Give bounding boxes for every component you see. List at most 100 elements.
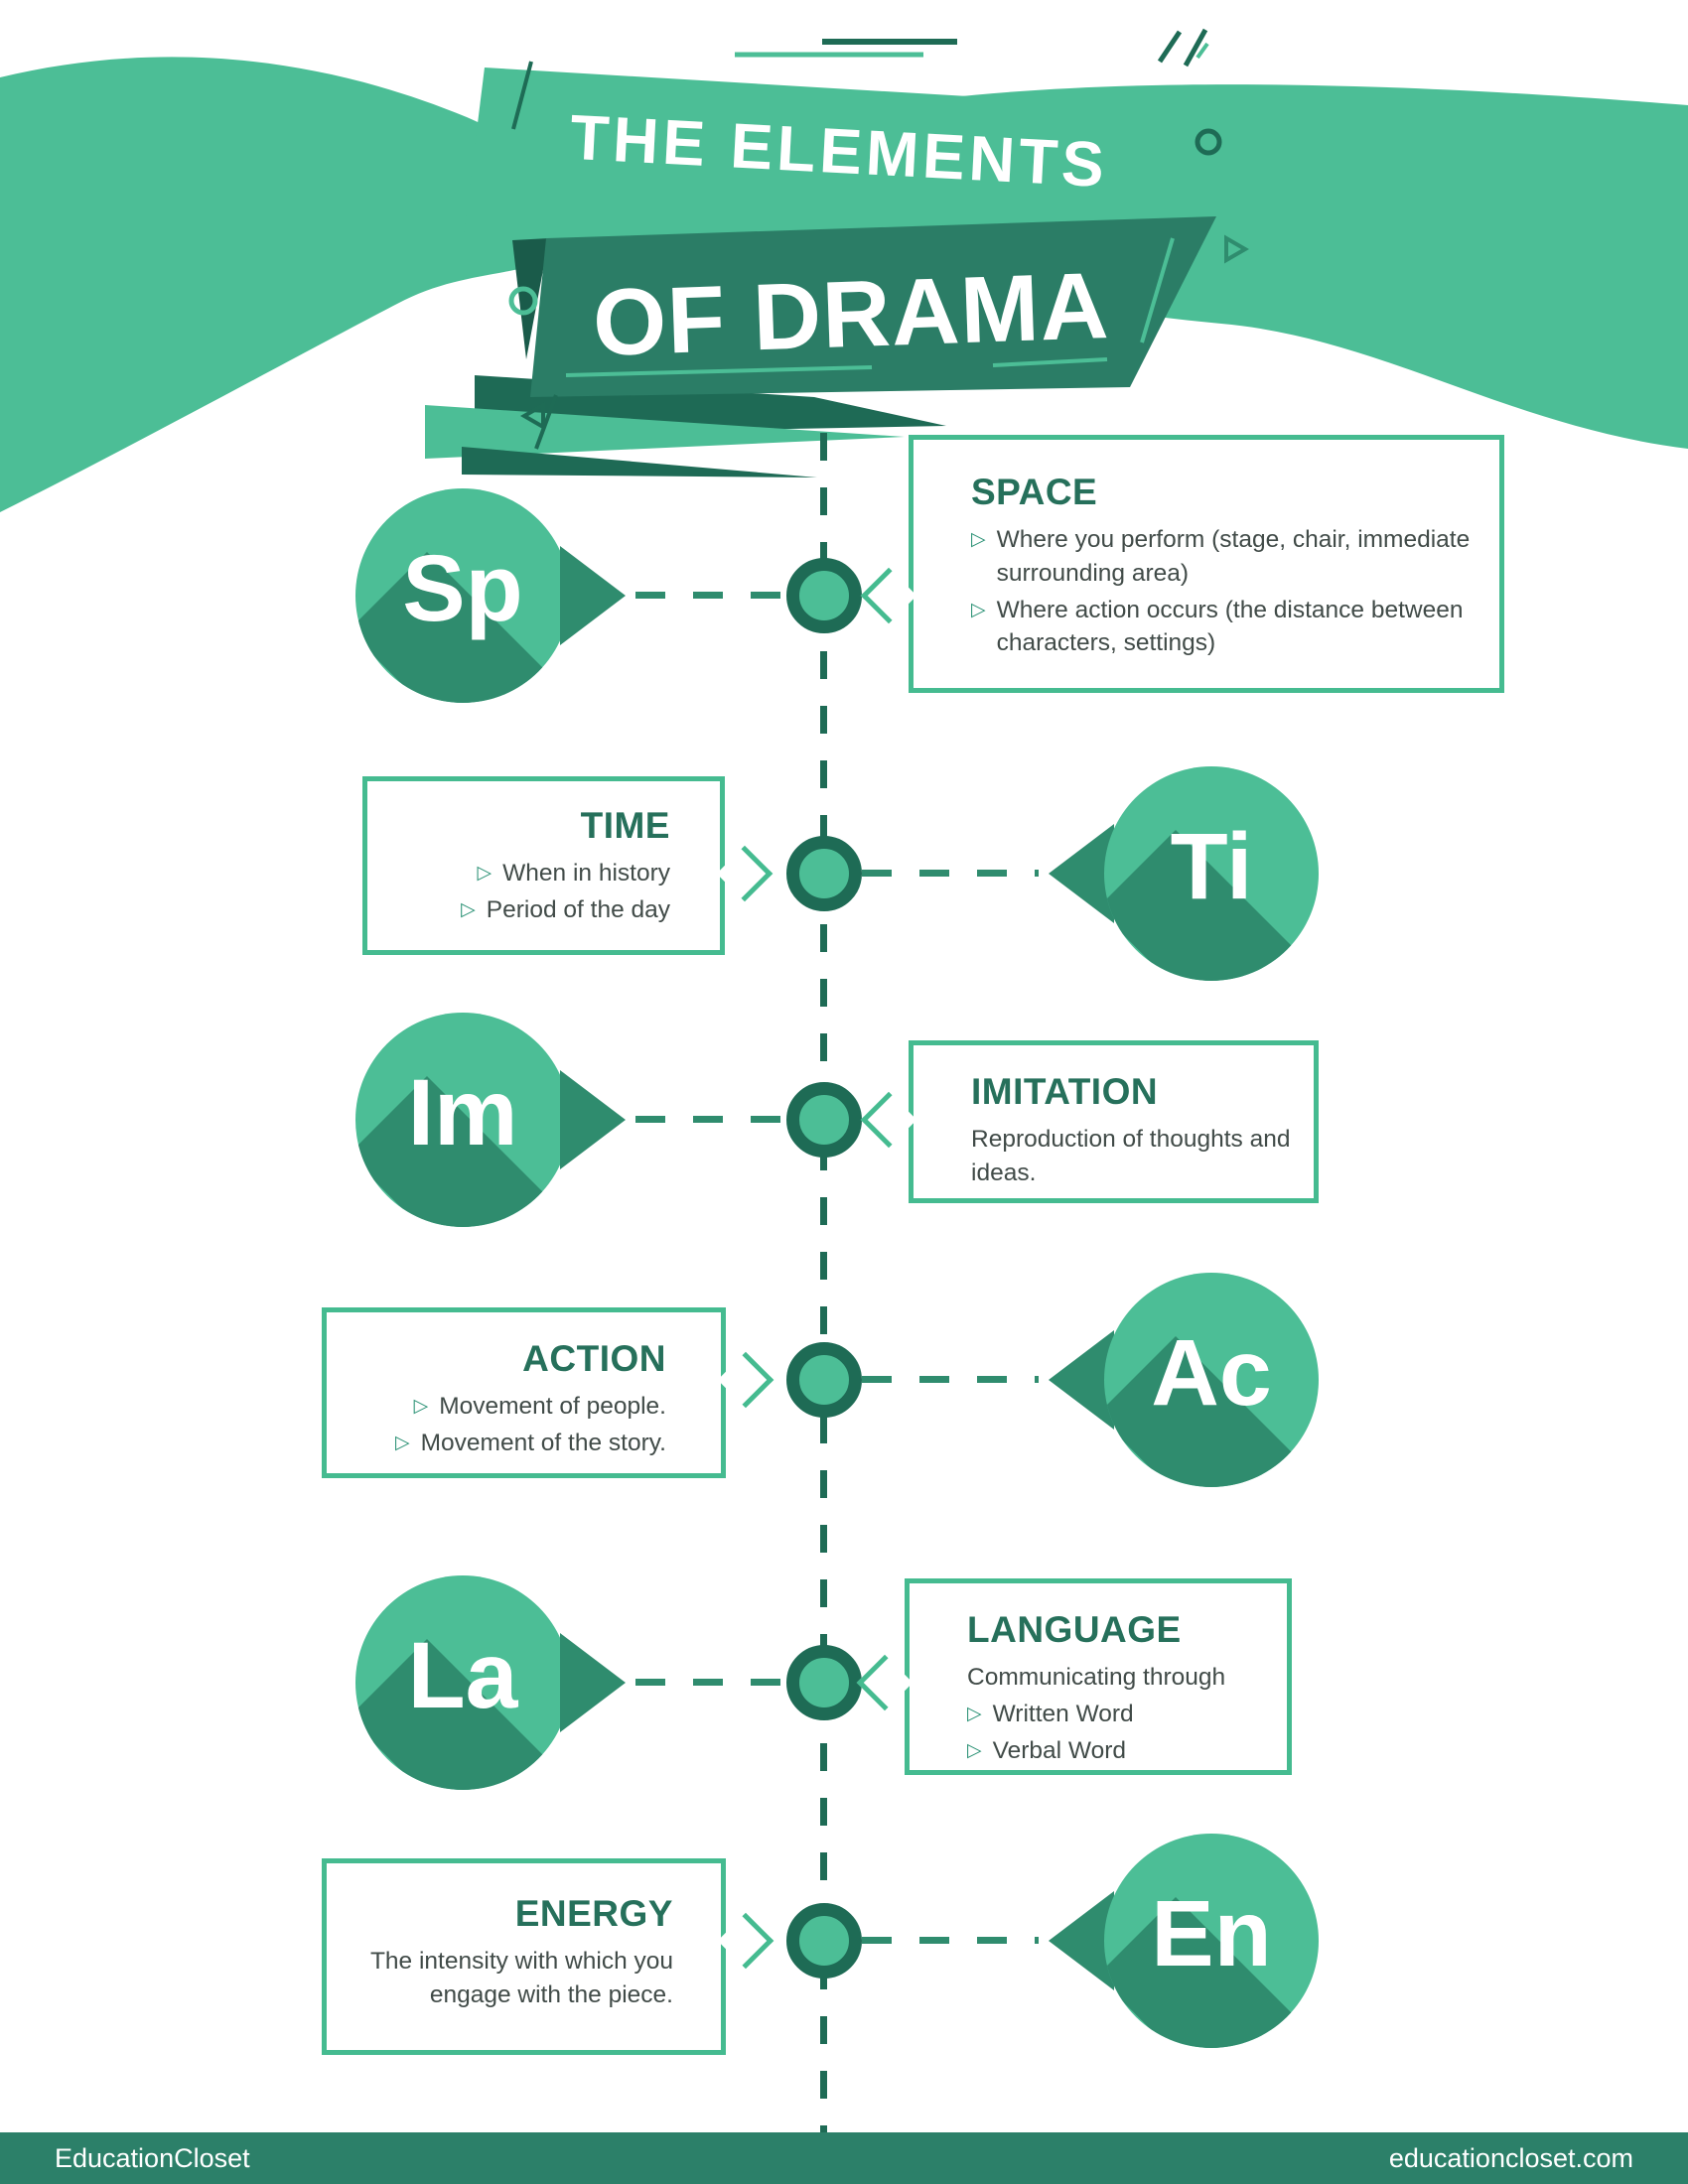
box-line: ▷ Movement of people. <box>347 1390 666 1424</box>
element-symbol-im: Im <box>407 1059 518 1165</box>
footer-brand: EducationCloset <box>55 2142 250 2173</box>
box-line-text: The intensity with which you engage with… <box>369 1948 673 2008</box>
timeline-node-action <box>786 1342 862 1418</box>
bullet-triangle-icon: ▷ <box>477 863 492 884</box>
connector-row2 <box>862 870 1039 877</box>
triangle-accent-left <box>520 401 545 431</box>
timeline-node-imitation <box>786 1082 862 1158</box>
bullet-triangle-icon: ▷ <box>971 599 986 620</box>
connector-row1 <box>635 592 786 599</box>
box-title-time: TIME <box>580 805 670 846</box>
bullet-triangle-icon: ▷ <box>967 1703 982 1724</box>
box-line-text: Communicating through <box>967 1664 1226 1691</box>
box-line-text: Period of the day <box>486 895 670 923</box>
box-title-energy: ENERGY <box>514 1893 673 1934</box>
element-badge-la: La <box>355 1575 626 1790</box>
element-symbol-sp: Sp <box>402 535 523 641</box>
box-line-text: Written Word <box>992 1700 1134 1727</box>
box-line-text: Where action occurs (the distance betwee… <box>996 596 1464 657</box>
timeline-node-time <box>786 836 862 911</box>
ring-accent-left <box>508 286 538 316</box>
box-body-imitation: Reproduction of thoughts and ideas. <box>971 1123 1294 1190</box>
box-line: ▷ When in history <box>387 857 670 890</box>
element-symbol-ti: Ti <box>1170 813 1253 919</box>
connector-row5 <box>635 1679 786 1686</box>
accent-dash-light <box>595 432 642 444</box>
box-line-text: Where you perform (stage, chair, immedia… <box>996 526 1471 587</box>
banner-band-top <box>463 68 1184 246</box>
fold-wedge-dark-2 <box>462 447 817 478</box>
box-line: ▷Where you perform (stage, chair, immedi… <box>971 523 1476 591</box>
info-box-imitation: IMITATION Reproduction of thoughts and i… <box>860 1040 1319 1203</box>
badge-pointer-left-icon <box>1049 824 1114 923</box>
bullet-triangle-icon: ▷ <box>395 1432 410 1453</box>
box-notch-left <box>856 1654 914 1711</box>
main-title-line2: OF DRAMA <box>591 252 1111 376</box>
element-symbol-en: En <box>1151 1880 1272 1986</box>
accent-slant-line <box>511 61 533 130</box>
box-notch-left <box>860 567 917 624</box>
box-line-text: Movement of the story. <box>420 1429 666 1456</box>
element-badge-en: En <box>1049 1834 1319 2048</box>
timeline-dashed-line <box>820 433 827 2132</box>
timeline-node-language <box>786 1645 862 1720</box>
box-line: ▷ Written Word <box>967 1698 1269 1731</box>
box-line: Communicating through <box>967 1661 1269 1695</box>
banner-inset-line-3 <box>1140 237 1175 343</box>
box-body-language: Communicating through ▷ Written Word ▷ Verba… <box>967 1661 1269 1767</box>
info-box-space: SPACE ▷Where you perform (stage, chair, … <box>860 435 1504 693</box>
triangle-accent-right <box>1224 234 1249 264</box>
timeline-node-space <box>786 558 862 633</box>
header-ribbon-art <box>0 28 1688 512</box>
timeline-node-energy <box>786 1903 862 1979</box>
box-line-text: Reproduction of thoughts and ideas. <box>971 1126 1291 1186</box>
connector-row6 <box>862 1937 1039 1944</box>
accent-diag-1 <box>534 394 558 450</box>
info-box-language: LANGUAGE Communicating through ▷ Written W… <box>856 1578 1292 1775</box>
box-line-text: Movement of people. <box>439 1393 666 1420</box>
badge-pointer-left-icon <box>1049 1891 1114 1990</box>
box-line: ▷ Movement of the story. <box>347 1427 666 1460</box>
element-badge-sp: Sp <box>355 488 626 703</box>
box-line-text: When in history <box>502 860 670 887</box>
ring-accent-right <box>1195 128 1222 156</box>
box-line-text: Verbal Word <box>992 1736 1126 1764</box>
box-title-space: SPACE <box>971 472 1098 512</box>
swoosh-left <box>0 57 584 512</box>
element-badge-ti: Ti <box>1049 766 1319 981</box>
element-symbol-la: La <box>407 1622 518 1728</box>
element-badge-im: Im <box>355 1013 626 1227</box>
connector-row3 <box>635 1116 786 1123</box>
bullet-triangle-icon: ▷ <box>413 1396 429 1417</box>
info-box-time: TIME ▷ When in history ▷ Period of the day <box>362 776 774 955</box>
box-notch-right <box>717 1912 774 1970</box>
element-symbol-ac: Ac <box>1151 1319 1272 1426</box>
bullet-triangle-icon: ▷ <box>967 1739 982 1761</box>
footer-url: educationcloset.com <box>1388 2142 1633 2173</box>
banner-inset-line-1 <box>565 365 873 377</box>
box-body-energy: The intensity with which you engage with… <box>345 1945 673 2012</box>
bullet-triangle-icon: ▷ <box>461 898 476 920</box>
box-line: ▷ Verbal Word <box>967 1734 1269 1768</box>
box-line: ▷ Where action occurs (the distance betwe… <box>971 594 1476 661</box>
box-line: Reproduction of thoughts and ideas. <box>971 1123 1294 1190</box>
element-badge-ac: Ac <box>1049 1273 1319 1487</box>
box-notch-right <box>717 1351 774 1409</box>
box-title-action: ACTION <box>522 1338 666 1379</box>
box-notch-left <box>860 1091 917 1149</box>
info-box-energy: ENERGY The intensity with which you enga… <box>322 1858 774 2055</box>
badge-pointer-right-icon <box>560 546 626 645</box>
footer-bar: EducationCloset educationcloset.com <box>0 2132 1688 2184</box>
badge-pointer-right-icon <box>560 1070 626 1169</box>
box-title-language: LANGUAGE <box>967 1609 1182 1650</box>
box-line: The intensity with which you engage with… <box>345 1945 673 2012</box>
banner-band-bottom <box>530 216 1216 397</box>
box-body-action: ▷ Movement of people. ▷ Movement of the sto… <box>347 1390 666 1460</box>
sparkle-line-3 <box>1196 42 1209 60</box>
box-title-imitation: IMITATION <box>971 1071 1159 1112</box>
sparkle-line-2 <box>1183 28 1208 68</box>
banner-left-fold <box>512 238 549 359</box>
box-notch-right <box>716 845 774 902</box>
badge-pointer-left-icon <box>1049 1330 1114 1430</box>
